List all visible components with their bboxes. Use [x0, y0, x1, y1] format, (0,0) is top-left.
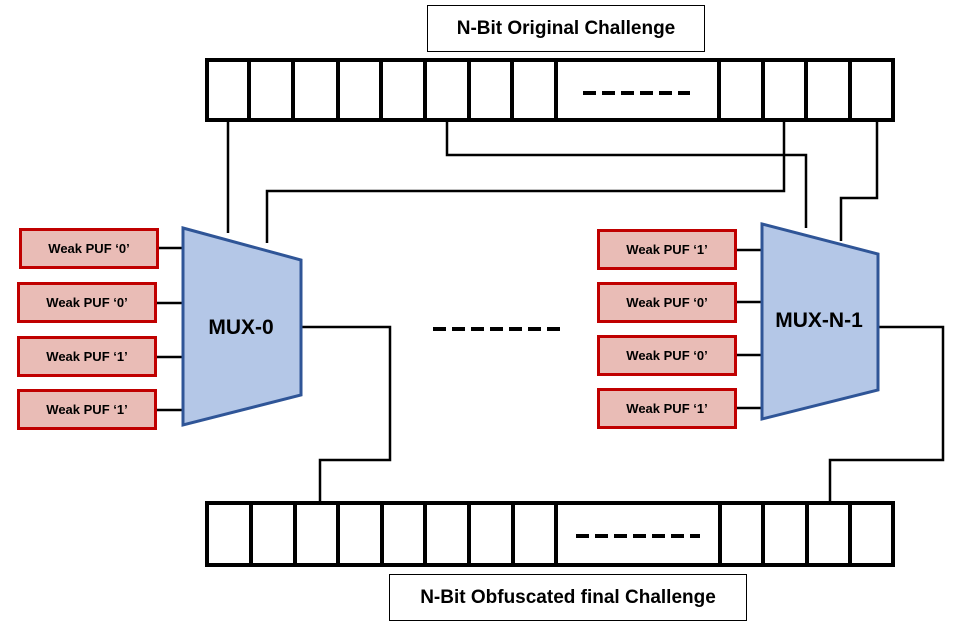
register-frame: [205, 501, 895, 567]
weak-puf-box: Weak PUF ‘0’: [19, 228, 159, 269]
wires: [157, 120, 945, 503]
wire-output-muxn: [828, 325, 945, 503]
original-challenge-title: N-Bit Original Challenge: [427, 5, 705, 52]
register-frame: [205, 58, 895, 122]
wire-output-mux0: [301, 325, 392, 503]
weak-puf-box: Weak PUF ‘1’: [597, 388, 737, 429]
mux-0-label: MUX-0: [208, 316, 274, 339]
obfuscated-challenge-register: [205, 501, 895, 567]
mux-n-1-shape: [760, 222, 880, 421]
wire-select-mux0-b: [265, 120, 786, 243]
weak-puf-box: Weak PUF ‘1’: [17, 336, 157, 377]
mux-0-shape: [181, 226, 303, 427]
mux-n-1-label: MUX-N-1: [775, 309, 863, 332]
weak-puf-box: Weak PUF ‘0’: [597, 282, 737, 323]
weak-puf-box: Weak PUF ‘1’: [17, 389, 157, 430]
weak-puf-box: Weak PUF ‘1’: [597, 229, 737, 270]
original-challenge-register: [205, 58, 895, 122]
wire-select-muxn-b: [839, 120, 879, 241]
obfuscated-challenge-title: N-Bit Obfuscated final Challenge: [389, 574, 747, 621]
weak-puf-box: Weak PUF ‘0’: [17, 282, 157, 323]
weak-puf-box: Weak PUF ‘0’: [597, 335, 737, 376]
wire-select-muxn-a: [445, 120, 808, 228]
